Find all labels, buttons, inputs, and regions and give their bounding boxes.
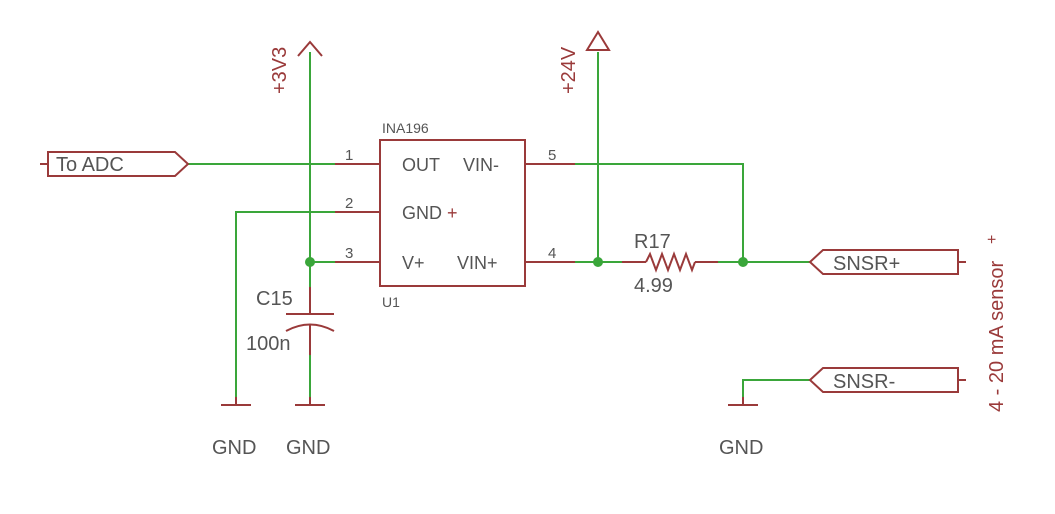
cap-value: 100n <box>246 333 291 355</box>
port-flag <box>47 151 190 177</box>
cap-bottom-plate <box>285 323 335 332</box>
junction-dot-snsr <box>738 257 748 267</box>
pin-number-4: 4 <box>548 245 556 262</box>
pin-gnd-mark: + <box>447 203 458 223</box>
port-snsr-plus[interactable]: SNSR+ <box>808 249 966 275</box>
ground-3-label: GND <box>719 437 763 459</box>
res-value: 4.99 <box>634 275 673 297</box>
capacitor-c15[interactable]: C15 100n <box>246 287 335 355</box>
pin-number-5: 5 <box>548 147 556 164</box>
ground-2-label: GND <box>286 437 330 459</box>
pin-label-vinplus: VIN+ <box>457 253 498 273</box>
pin-number-1: 1 <box>345 147 353 164</box>
power-3v3[interactable]: +3V3 <box>269 40 323 94</box>
wire-gnd-pin2[interactable] <box>235 211 335 405</box>
ground-1-label: GND <box>212 437 256 459</box>
junction-dot-24v <box>593 257 603 267</box>
power-3v3-label: +3V3 <box>269 47 291 94</box>
port-snsr-minus-label: SNSR- <box>833 371 895 393</box>
cap-designator: C15 <box>256 288 293 310</box>
ic-part-name: INA196 <box>382 120 429 136</box>
ic-u1[interactable]: INA196 U1 1 2 3 4 5 OUT GND + V+ VIN- VI… <box>335 120 575 310</box>
pin-number-3: 3 <box>345 245 353 262</box>
ground-2[interactable]: GND <box>286 397 330 459</box>
sensor-mark: + <box>984 235 1001 244</box>
pin-label-out: OUT <box>402 155 440 175</box>
res-designator: R17 <box>634 231 671 253</box>
port-snsr-minus[interactable]: SNSR- <box>808 367 966 393</box>
ground-3[interactable]: GND <box>719 397 763 459</box>
port-snsr-plus-label: SNSR+ <box>833 253 900 275</box>
power-24v[interactable]: +24V <box>558 30 611 94</box>
pin-label-vplus: V+ <box>402 253 425 273</box>
port-to-adc[interactable]: To ADC <box>40 151 190 177</box>
resistor-r17[interactable]: R17 4.99 <box>622 231 718 297</box>
pin-label-gnd: GND <box>402 203 442 223</box>
pin-label-vinminus: VIN- <box>463 155 499 175</box>
port-to-adc-label: To ADC <box>56 154 124 176</box>
power-24v-label: +24V <box>558 46 580 94</box>
wire-snsr-minus[interactable] <box>742 379 810 405</box>
wire-vin-minus[interactable] <box>575 163 744 262</box>
junction-dot-3v3 <box>305 257 315 267</box>
ground-1[interactable]: GND <box>212 397 256 459</box>
arrow-up-icon <box>585 30 611 51</box>
ic-designator: U1 <box>382 294 400 310</box>
arrow-up-icon <box>297 40 323 57</box>
pin-number-2: 2 <box>345 195 353 212</box>
sensor-label: 4 - 20 mA sensor <box>986 260 1008 412</box>
res-zigzag <box>645 251 696 273</box>
wires <box>188 52 810 405</box>
